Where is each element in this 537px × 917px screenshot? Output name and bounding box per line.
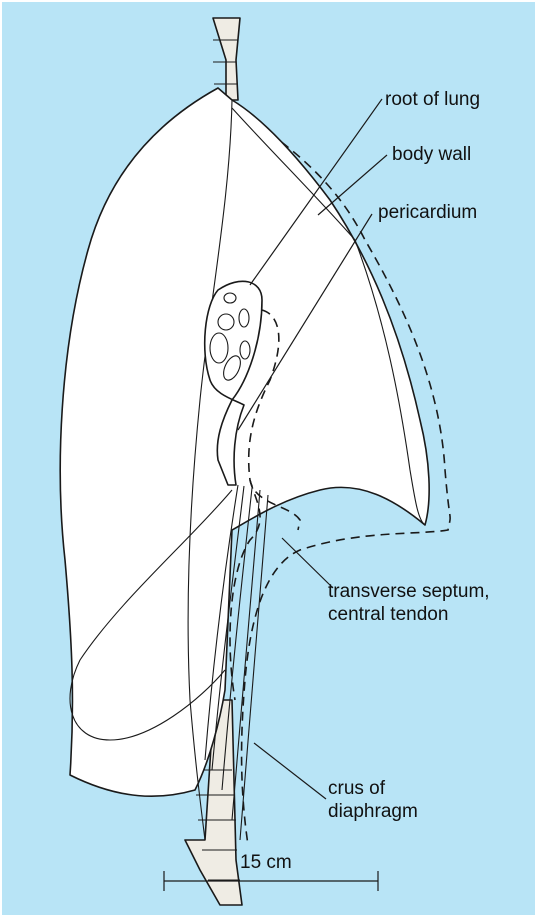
diagram-stage: root of lung body wall pericardium trans… xyxy=(0,0,537,917)
image-frame xyxy=(0,0,537,917)
